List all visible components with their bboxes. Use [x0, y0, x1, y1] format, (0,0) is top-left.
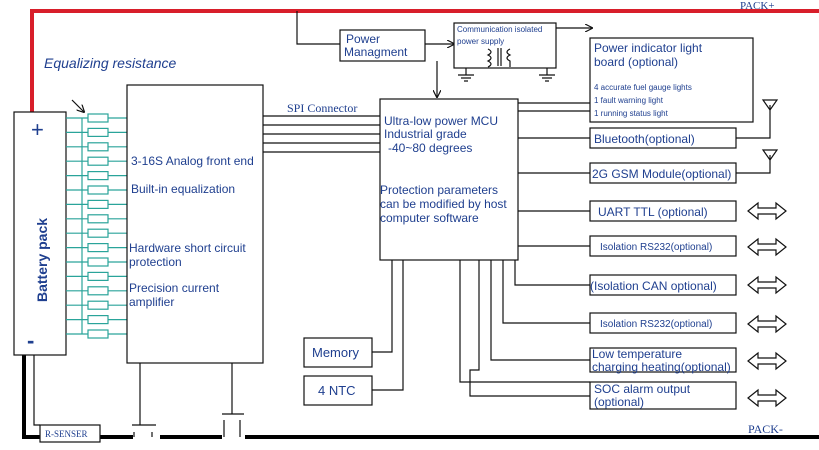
equalizing-resistor	[87, 185, 109, 195]
indicator-item-2: 1 fault warning light	[594, 96, 664, 105]
afe-line-4a: Precision current	[129, 281, 220, 295]
equalizing-resistor	[87, 257, 109, 267]
equalizing-resistor	[87, 315, 109, 325]
bidirectional-arrow-icon	[747, 237, 787, 257]
low-temp-line-1: Low temperature	[592, 347, 682, 361]
afe-line-1: 3-16S Analog front end	[131, 154, 254, 168]
ground-icon-2	[539, 68, 555, 82]
soc-alarm-box	[589, 381, 737, 410]
equalizing-resistor	[87, 142, 109, 152]
bidirectional-arrow-icon	[747, 201, 787, 221]
ntc-box	[303, 375, 373, 406]
soc-aux-wire	[459, 260, 590, 383]
bidirectional-arrows	[747, 201, 787, 408]
battery-pack-box	[13, 111, 67, 356]
ground-icon-1	[458, 68, 474, 82]
equalizing-resistor	[87, 286, 109, 296]
pack-plus-label: PACK+	[740, 0, 775, 12]
gsm-label: 2G GSM Module(optional)	[592, 167, 731, 181]
soc-alarm-line-1: SOC alarm output	[594, 382, 691, 396]
memory-label: Memory	[312, 345, 359, 360]
mosfet-1	[132, 355, 156, 437]
power-management-box	[339, 29, 426, 62]
battery-pack-label: Battery pack	[34, 218, 50, 302]
afe-line-2: Built-in equalization	[131, 182, 235, 196]
battery-plus-sign: +	[31, 117, 44, 142]
indicator-title-2: board (optional)	[594, 55, 678, 69]
soc-alarm-wire	[469, 260, 590, 397]
equalizing-resistor	[87, 228, 109, 238]
pm-feed-wire	[296, 11, 340, 45]
pack-plus-rail	[30, 9, 819, 112]
equalizing-arrow	[71, 99, 84, 112]
afe-line-4b: amplifier	[129, 295, 174, 309]
r-senser-box	[39, 424, 101, 443]
ntc-wire	[372, 260, 404, 391]
mcu-to-indicator-wires	[518, 102, 590, 112]
indicator-item-1: 4 accurate fuel gauge lights	[594, 83, 692, 92]
memory-wire	[372, 260, 393, 353]
mcu-line-2: Industrial grade	[384, 127, 467, 141]
soc-alarm-line-2: (optional)	[594, 395, 644, 409]
equalizing-resistor	[87, 243, 109, 253]
memory-box	[303, 337, 373, 368]
can-wire	[514, 260, 590, 286]
power-management-line-2: Managment	[344, 45, 408, 59]
equalizing-resistor	[87, 156, 109, 166]
equalizing-resistor-ladder	[66, 113, 127, 339]
comm-isolated-box	[453, 22, 557, 69]
can-label: (Isolation CAN optional)	[590, 279, 717, 293]
spi-connector-label: SPI Connector	[287, 101, 357, 115]
spi-lines	[263, 115, 380, 153]
mcu-line-4: Protection parameters	[380, 183, 498, 197]
bidirectional-arrow-icon	[747, 388, 787, 408]
r-senser-wire	[33, 355, 40, 426]
equalizing-resistor	[87, 127, 109, 137]
r-senser-label: R-SENSER	[45, 429, 88, 439]
low-temp-wire	[490, 260, 590, 361]
bluetooth-label: Bluetooth(optional)	[594, 132, 695, 146]
indicator-board-box	[589, 37, 754, 123]
mcu-line-3: -40~80 degrees	[388, 141, 472, 155]
afe-block	[126, 84, 264, 364]
afe-line-3b: protection	[129, 255, 182, 269]
equalizing-resistance-label: Equalizing resistance	[44, 55, 177, 71]
rs232-a-label: Isolation RS232(optional)	[600, 242, 712, 253]
mosfet-2	[222, 355, 244, 437]
bidirectional-arrow-icon	[747, 275, 787, 295]
indicator-title-1: Power indicator light	[594, 41, 703, 55]
equalizing-resistor	[87, 214, 109, 224]
indicator-item-3: 1 running status light	[594, 109, 669, 118]
equalizing-resistor	[87, 329, 109, 339]
transformer-icon	[486, 48, 512, 68]
mcu-line-6: computer software	[380, 211, 479, 225]
comm-isolated-line-2: power supply	[457, 37, 504, 46]
rs232-b-label: Isolation RS232(optional)	[600, 319, 712, 330]
equalizing-resistor	[87, 300, 109, 310]
gsm-antenna-icon	[736, 149, 779, 174]
equalizing-resistor	[87, 171, 109, 181]
bidirectional-arrow-icon	[747, 314, 787, 334]
afe-line-3a: Hardware short circuit	[129, 241, 246, 255]
equalizing-resistor	[87, 271, 109, 281]
bluetooth-antenna-icon	[736, 99, 779, 139]
equalizing-resistor	[87, 113, 109, 123]
uart-label: UART TTL (optional)	[598, 205, 708, 219]
equalizing-resistor	[87, 199, 109, 209]
battery-minus-sign: -	[27, 328, 34, 353]
comm-isolated-line-1: Communication isolated	[457, 25, 542, 34]
mcu-block	[379, 98, 519, 261]
pack-minus-label: PACK-	[748, 422, 783, 436]
mcu-line-1: Ultra-low power MCU	[384, 114, 498, 128]
low-temp-line-2: charging heating(optional)	[592, 360, 731, 374]
mcu-line-5: can be modified by host	[380, 197, 507, 211]
bidirectional-arrow-icon	[747, 351, 787, 371]
power-management-line-1: Power	[346, 32, 380, 46]
rs232-b-wire	[502, 260, 590, 324]
ntc-label: 4 NTC	[318, 383, 356, 398]
